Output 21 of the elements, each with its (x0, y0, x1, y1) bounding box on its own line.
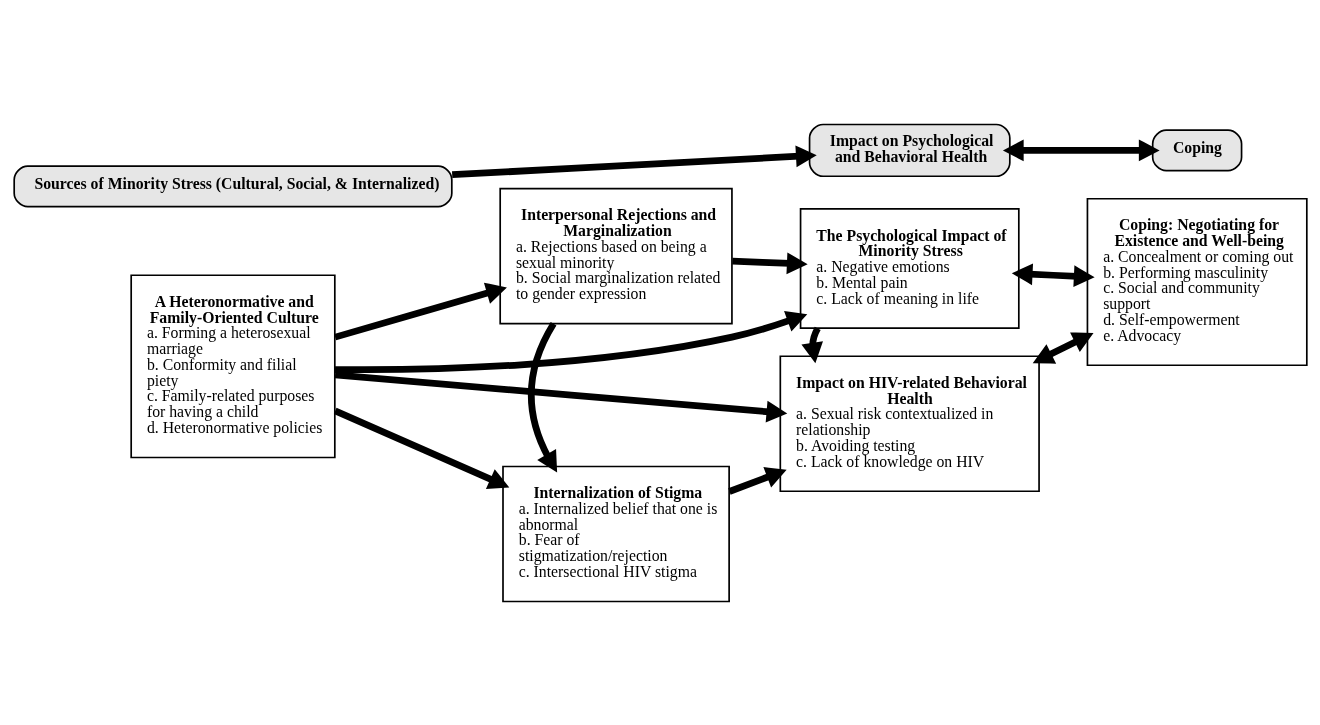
arrow (1002, 138, 1160, 161)
arrow (727, 466, 787, 495)
node-box: A Heteronormative and Family-Oriented Culture a. Forming a heterosexual marriage b. Conformity and filial piety c. Family-related purposes for having a child d. Heteronormative policies (129, 273, 336, 458)
node-box: Coping: Negotiating for Existence and Well-being a. Concealment or coming out b. Performing masculinity c. Social and community support d. Self-empowerment e. Advocacy (1086, 197, 1308, 366)
arrow (1011, 262, 1095, 287)
arrow (1032, 331, 1094, 364)
node-box: Sources of Minority Stress (Cultural, Social, & Internalized) (12, 164, 453, 207)
arrow (451, 145, 817, 178)
arrow (333, 282, 507, 340)
arrow (333, 407, 509, 489)
node-box: Internalization of Stigma a. Internalized belief that one is abnormal b. Fear of stigmatization/rejection c. Intersectional HIV stigma (501, 465, 730, 602)
node-box: The Psychological Impact of Minority Stress a. Negative emotions b. Mental pain c. Lack of meaning in life (799, 207, 1020, 329)
arrow (731, 251, 808, 274)
node-box: Interpersonal Rejections and Marginalization a. Rejections based on being a sexual minority b. Social marginalization related to gender expression (498, 187, 733, 324)
arrow (527, 321, 557, 472)
arrow (334, 310, 807, 373)
node-box: Impact on HIV-related Behavioral Health a. Sexual risk contextualized in relationship b. Avoiding testing c. Lack of knowledge on HIV (778, 354, 1040, 492)
node-box: Impact on Psychological and Behavioral Health (808, 123, 1011, 177)
node-box: Coping (1151, 128, 1242, 171)
arrow (334, 371, 787, 423)
arrow (800, 326, 823, 363)
